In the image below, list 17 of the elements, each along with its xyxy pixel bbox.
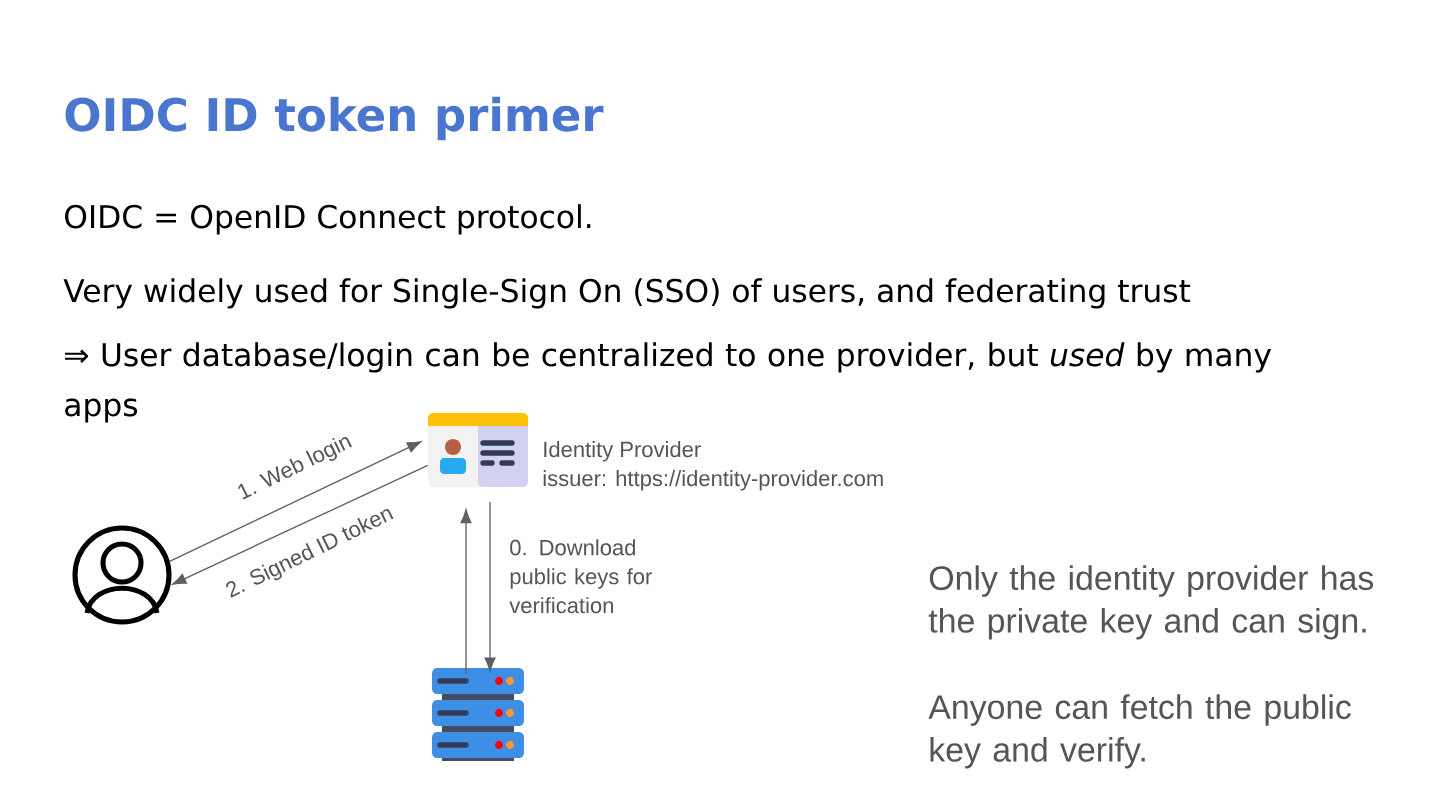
person-icon	[72, 525, 172, 625]
body-text: ⇒ User database/login can be centralized to one provider, but used by many apps	[65, 342, 1272, 423]
server-icon	[432, 668, 524, 761]
arrow	[168, 441, 422, 562]
icon-caption: Identity Provider	[544, 441, 701, 462]
note-text: Anyone can fetch the public key and verify.	[928, 694, 1351, 769]
slide-title: OIDC ID token primer	[65, 96, 604, 141]
body-text: Very widely used for Single-Sign On (SSO) of users, and federating trust	[63, 278, 1191, 309]
arrow	[484, 501, 496, 672]
id-card-icon	[428, 413, 528, 487]
arrow	[460, 509, 472, 675]
note-text: Only the identity provider has the private key and can sign.	[928, 565, 1374, 640]
icon-caption: issuer: https://identity-provider.com	[543, 470, 883, 491]
edge-label: 1. Web login	[238, 437, 352, 500]
arrow	[172, 464, 429, 585]
edge-label: 0. Download public keys for verification	[509, 539, 652, 614]
body-text: OIDC = OpenID Connect protocol.	[65, 204, 591, 235]
